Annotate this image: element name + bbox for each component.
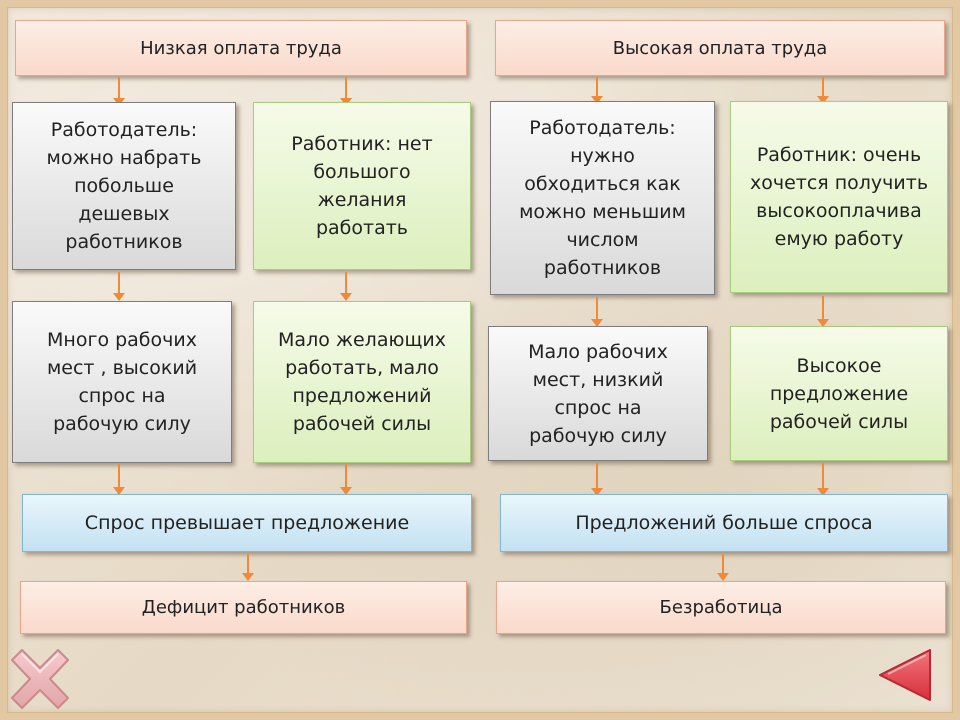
arrow-low-header-employer: [113, 77, 125, 106]
box-low-employer: Работодатель: можно набрать побольше деш…: [12, 102, 236, 270]
back-button[interactable]: [874, 646, 936, 704]
box-low-result-text: Дефицит работников: [141, 597, 346, 618]
header-low-pay-label: Низкая оплата труда: [140, 37, 342, 59]
box-low-result: Дефицит работников: [20, 581, 467, 634]
box-low-supply: Мало желающих работать, мало предложений…: [253, 301, 471, 463]
box-low-jobs-text: Много рабочих мест , высокий спрос на ра…: [46, 329, 198, 435]
arrow-high-balance-result: [717, 554, 729, 581]
box-high-employer: Работодатель: нужно обходиться как можно…: [490, 101, 715, 295]
box-low-balance-text: Спрос превышает предложение: [84, 512, 410, 534]
header-low-pay: Низкая оплата труда: [15, 20, 467, 76]
box-low-worker: Работник: нет большого желания работать: [253, 102, 471, 270]
box-high-jobs: Мало рабочих мест, низкий спрос на рабоч…: [488, 326, 708, 461]
box-high-worker-text: Работник: очень хочется получить высокоо…: [749, 144, 929, 250]
arrow-low-header-worker: [340, 77, 352, 106]
arrow-low-supply-balance: [340, 464, 352, 495]
x-cross-icon: [11, 649, 69, 709]
box-high-result-text: Безработица: [659, 597, 783, 618]
triangle-left-icon: [879, 649, 931, 701]
box-high-jobs-text: Мало рабочих мест, низкий спрос на рабоч…: [528, 340, 668, 447]
box-low-supply-text: Мало желающих работать, мало предложений…: [278, 329, 446, 435]
header-high-pay-label: Высокая оплата труда: [612, 37, 828, 59]
arrow-low-employer-jobs: [113, 272, 125, 301]
box-high-worker: Работник: очень хочется получить высокоо…: [730, 101, 948, 293]
arrow-high-jobs-balance: [591, 463, 603, 496]
box-high-balance-text: Предложений больше спроса: [575, 512, 873, 534]
box-low-balance: Спрос превышает предложение: [22, 494, 472, 552]
arrow-high-header-worker: [817, 77, 829, 104]
arrow-low-balance-result: [242, 554, 254, 581]
box-low-employer-text: Работодатель: можно набрать побольше деш…: [46, 119, 202, 253]
box-low-jobs: Много рабочих мест , высокий спрос на ра…: [12, 301, 232, 463]
box-high-supply-text: Высокое предложение рабочей силы: [769, 354, 909, 433]
arrow-high-employer-jobs: [591, 297, 603, 327]
arrow-low-jobs-balance: [113, 464, 125, 495]
box-low-worker-text: Работник: нет большого желания работать: [291, 133, 433, 239]
arrow-low-worker-supply: [340, 272, 352, 301]
arrow-high-supply-balance: [817, 463, 829, 496]
arrow-high-header-employer: [591, 77, 603, 104]
header-high-pay: Высокая оплата труда: [495, 20, 945, 76]
close-button[interactable]: [8, 644, 72, 714]
box-high-employer-text: Работодатель: нужно обходиться как можно…: [519, 117, 686, 279]
box-high-supply: Высокое предложение рабочей силы: [730, 326, 948, 461]
box-high-balance: Предложений больше спроса: [500, 494, 948, 552]
box-high-result: Безработица: [496, 581, 946, 634]
arrow-high-worker-supply: [817, 296, 829, 327]
